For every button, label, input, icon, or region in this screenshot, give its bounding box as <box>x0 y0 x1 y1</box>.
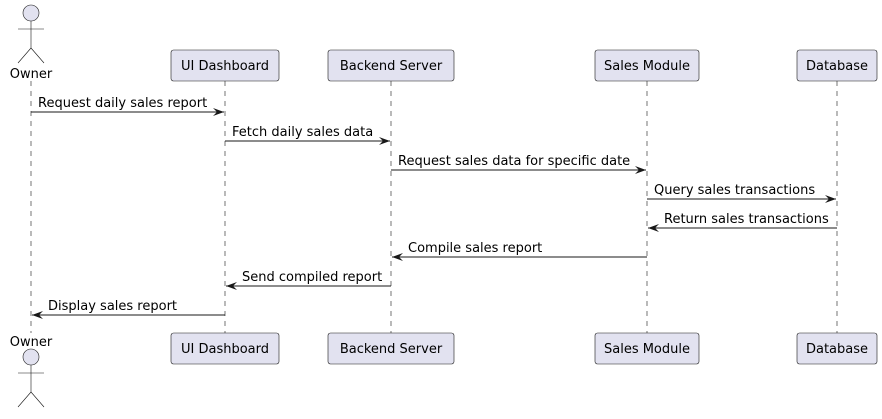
message-label: Query sales transactions <box>654 183 815 198</box>
arrowhead-icon <box>226 282 237 290</box>
participant-label: Sales Module <box>604 342 690 357</box>
message-label: Return sales transactions <box>664 212 829 227</box>
message-label: Compile sales report <box>408 241 542 256</box>
participant-box <box>796 49 878 82</box>
message-6: Compile sales report <box>392 241 647 261</box>
participant-backend-bottom: Backend Server <box>327 332 455 365</box>
message-2: Fetch daily sales data <box>225 125 390 145</box>
actor-top: Owner <box>10 4 53 82</box>
message-5: Return sales transactions <box>648 212 837 232</box>
participant-db-bottom: Database <box>796 332 878 365</box>
participant-label: Database <box>806 59 868 74</box>
actor-body-icon <box>17 21 45 64</box>
participant-ui-top: UI Dashboard <box>170 49 280 82</box>
actor-bottom: Owner <box>10 335 53 408</box>
participant-label: Backend Server <box>340 59 443 74</box>
participant-sales-top: Sales Module <box>594 49 700 82</box>
arrowhead-icon <box>825 195 836 203</box>
participant-label: UI Dashboard <box>181 59 269 74</box>
arrowhead-icon <box>635 166 646 174</box>
participant-box <box>594 49 700 82</box>
actor-label: Owner <box>10 335 53 350</box>
participant-box <box>594 332 700 365</box>
participant-box <box>796 332 878 365</box>
arrowhead-icon <box>648 224 659 232</box>
message-8: Display sales report <box>32 299 225 319</box>
participant-label: Sales Module <box>604 59 690 74</box>
message-1: Request daily sales report <box>31 96 224 116</box>
participant-label: Database <box>806 342 868 357</box>
message-7: Send compiled report <box>226 270 391 290</box>
actor-head-icon <box>22 348 40 366</box>
arrowhead-icon <box>32 311 43 319</box>
participant-db-top: Database <box>796 49 878 82</box>
message-3: Request sales data for specific date <box>391 154 646 174</box>
participant-sales-bottom: Sales Module <box>594 332 700 365</box>
message-label: Send compiled report <box>242 270 382 285</box>
message-label: Fetch daily sales data <box>232 125 373 140</box>
actor-head-icon <box>22 4 40 22</box>
participant-ui-bottom: UI Dashboard <box>170 332 280 365</box>
participant-box <box>327 332 455 365</box>
arrowhead-icon <box>379 137 390 145</box>
arrowhead-icon <box>213 108 224 116</box>
actor-body-icon <box>17 365 45 408</box>
message-4: Query sales transactions <box>647 183 836 203</box>
participant-box <box>170 49 280 82</box>
participant-label: UI Dashboard <box>181 342 269 357</box>
actor-label: Owner <box>10 67 53 82</box>
message-label: Request daily sales report <box>38 96 207 111</box>
participant-label: Backend Server <box>340 342 443 357</box>
message-label: Request sales data for specific date <box>398 154 630 169</box>
participant-box <box>170 332 280 365</box>
participant-box <box>327 49 455 82</box>
arrowhead-icon <box>392 253 403 261</box>
participant-backend-top: Backend Server <box>327 49 455 82</box>
message-label: Display sales report <box>48 299 177 314</box>
